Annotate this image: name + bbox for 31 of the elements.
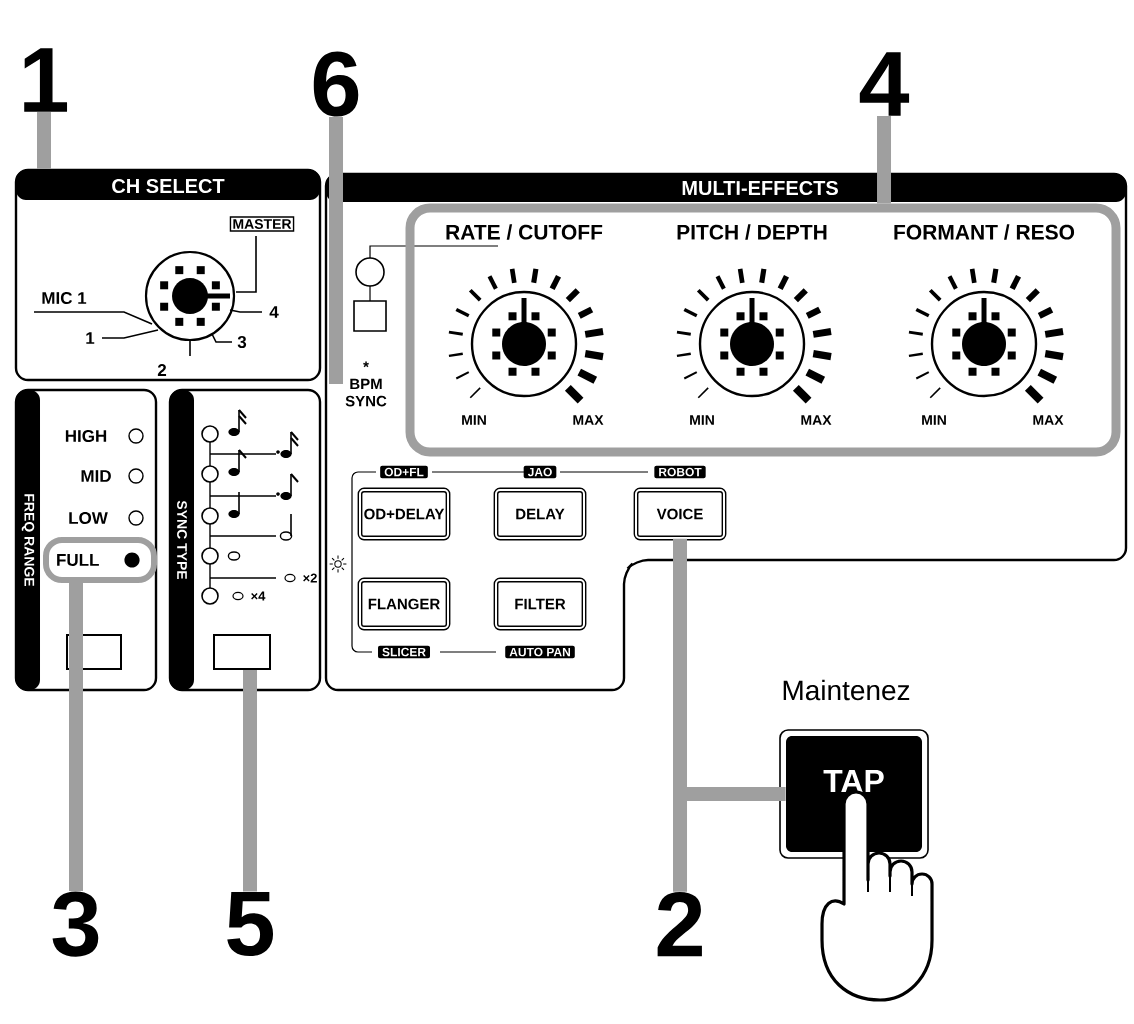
callout-number: 3 [52, 891, 99, 957]
knob-label: FORMANT / RESO [894, 224, 1075, 240]
panel-label: 4 [269, 306, 279, 318]
leader-line [877, 116, 891, 204]
leader-line [69, 583, 83, 891]
panel-label: MIC 1 [42, 292, 87, 304]
callout-number: 6 [313, 51, 359, 117]
callout-number: 4 [859, 52, 910, 116]
leader-line [329, 117, 343, 384]
callout-number: 1 [24, 48, 68, 112]
knob-label: PITCH / DEPTH [677, 224, 827, 240]
highlight-frame: FULL [43, 537, 157, 583]
tap-button: TAP [779, 729, 929, 859]
knob-label: RATE / CUTOFF [446, 224, 603, 240]
instruction-text: Maintenez [783, 679, 910, 701]
panel-label: 1 [86, 332, 95, 344]
highlight-frame [405, 203, 1121, 457]
leader-line [673, 787, 786, 892]
panel-label: MID [81, 470, 111, 482]
callout-number: 5 [227, 891, 274, 957]
panel-header: CH SELECT [112, 178, 225, 194]
leader-line [37, 112, 51, 169]
push-button [213, 634, 271, 670]
leader-line [243, 670, 257, 892]
panel-label: HIGH [65, 430, 107, 442]
push-button [66, 634, 122, 670]
callout-number: 2 [657, 891, 702, 957]
panel-label: 2 [157, 364, 167, 376]
panel-header: MULTI-EFFECTS [682, 180, 838, 196]
panel-label: LOW [69, 512, 108, 524]
panel-label: 3 [237, 336, 247, 349]
